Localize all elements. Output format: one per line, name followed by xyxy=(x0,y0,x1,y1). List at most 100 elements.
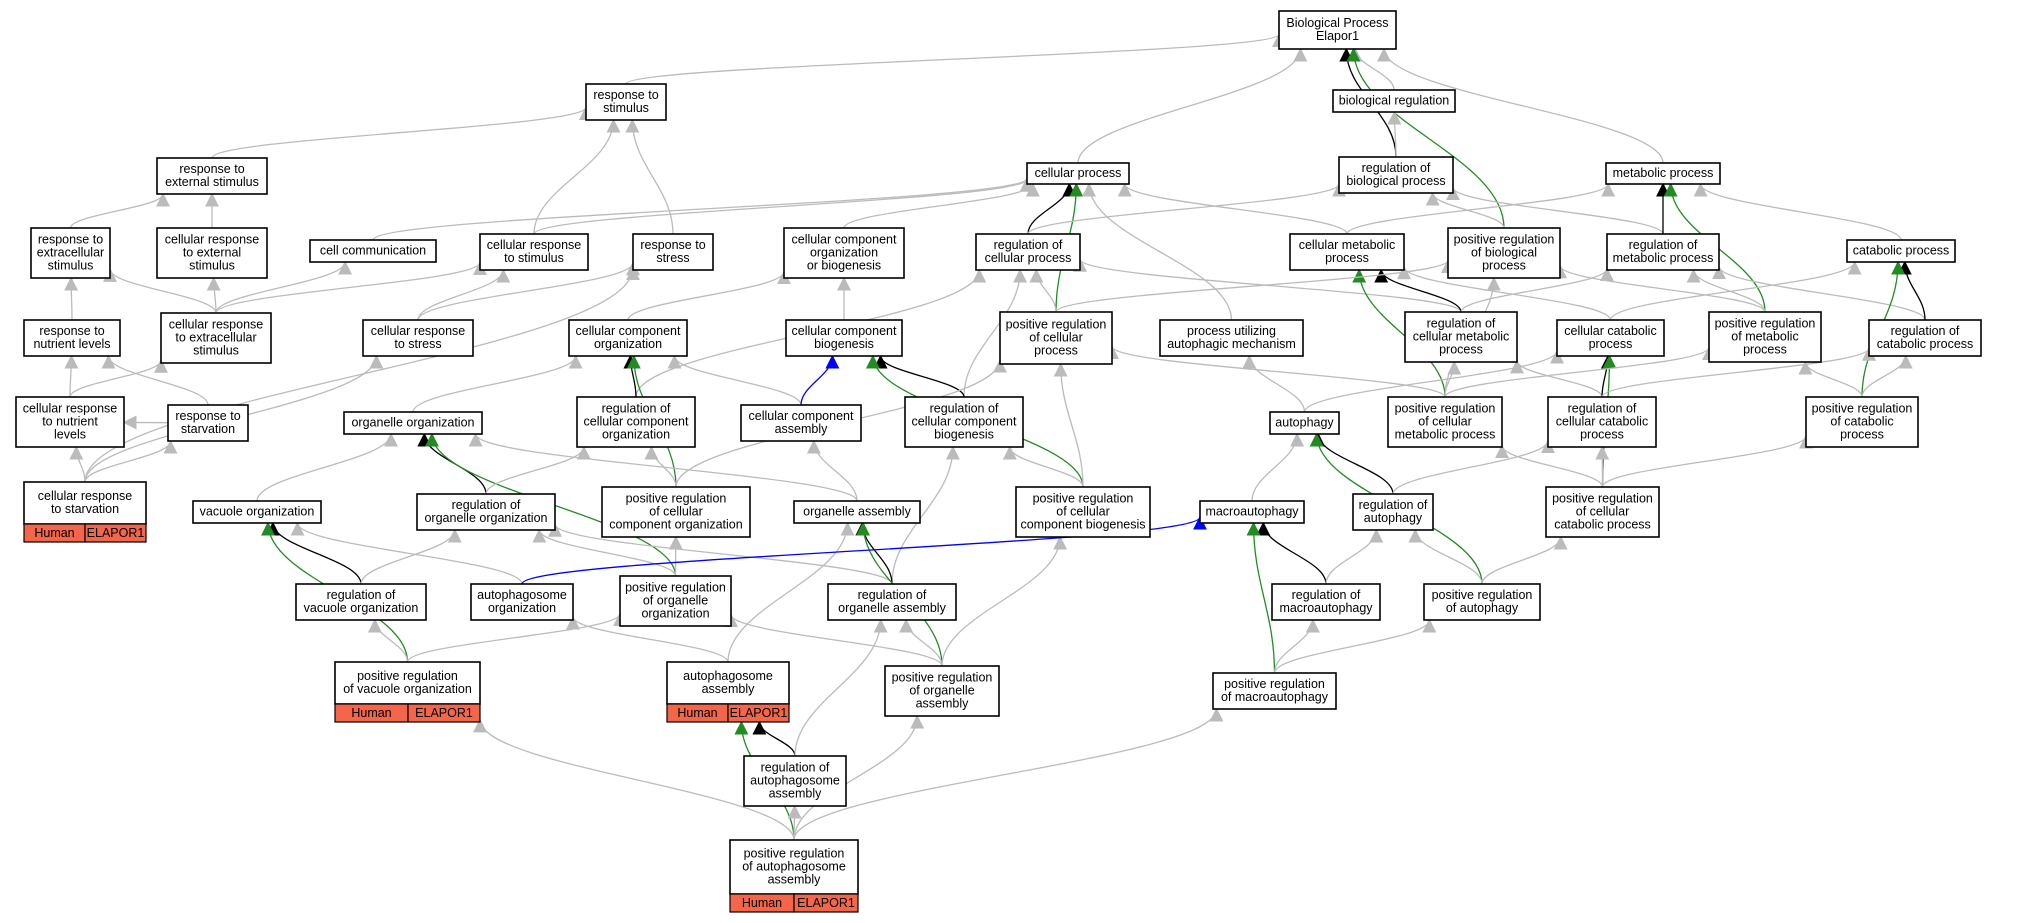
edge-is-a-autoph-to-ccatp xyxy=(1303,349,1564,413)
term-label-line: cellular response xyxy=(23,402,118,416)
term-label-line: regulation of xyxy=(761,761,830,775)
edge-is-a-rtes-to-rts xyxy=(211,106,593,159)
edge-is-a-crtecs-to-cc xyxy=(215,260,353,314)
term-node-macro[interactable]: macroautophagy xyxy=(1199,500,1305,524)
edge-regulates-romacro-to-macro xyxy=(1256,521,1327,585)
term-label-line: regulation of xyxy=(1629,238,1698,252)
term-label-line: of cellular xyxy=(649,505,703,519)
term-label-line: of cellular xyxy=(1576,505,1630,519)
edge-is-a-crts-to-cp xyxy=(533,177,1034,235)
term-label-line: organelle assembly xyxy=(838,601,946,615)
term-label-line: metabolic process xyxy=(1613,166,1714,180)
term-label-line: cellular metabolic xyxy=(1413,330,1510,344)
term-label-line: starvation xyxy=(181,422,235,436)
term-node-cc[interactable]: cell communication xyxy=(309,239,437,263)
edge-is-a-prapa-to-prmacro xyxy=(793,707,1224,841)
edge-is-a-prcp-to-rocp xyxy=(1029,268,1057,313)
term-node-vo[interactable]: vacuole organization xyxy=(192,500,322,524)
term-node-cp[interactable]: cellular process xyxy=(1026,162,1130,185)
term-node-catp[interactable]: catabolic process xyxy=(1846,239,1956,263)
term-box xyxy=(1015,486,1151,538)
term-box xyxy=(156,157,268,195)
edge-is-a-prmp-to-prbp xyxy=(1553,264,1766,313)
annotation-gene-cell xyxy=(793,893,859,913)
term-label-line: to stimulus xyxy=(504,251,564,265)
edge-is-a-cc-to-cp xyxy=(372,176,1034,241)
edge-is-a-rtecs-to-rtes xyxy=(69,192,170,229)
annotation-species-cell-label: Human xyxy=(34,526,74,540)
edge-is-a-rocmp-to-rocp xyxy=(1073,257,1462,313)
term-node-oo[interactable]: organelle organization xyxy=(343,411,483,435)
term-label-line: assembly xyxy=(916,697,970,711)
term-label-line: regulation of xyxy=(858,588,927,602)
term-node-mp[interactable]: metabolic process xyxy=(1605,162,1721,185)
term-label-line: organization xyxy=(488,601,556,615)
term-label-line: positive regulation xyxy=(625,581,726,595)
term-label-line: assembly xyxy=(769,787,823,801)
term-node-breg[interactable]: biological regulation xyxy=(1332,89,1456,113)
term-label-line: response to xyxy=(175,409,240,423)
term-box xyxy=(576,396,696,448)
term-label-line: cellular component xyxy=(576,324,681,338)
term-node-autoph[interactable]: autophagy xyxy=(1269,411,1340,435)
term-node-oa[interactable]: organelle assembly xyxy=(793,500,921,524)
term-label-line: nutrient levels xyxy=(33,337,110,351)
edge-is-a-prcatp-to-prmp xyxy=(1798,360,1863,398)
term-label-line: catabolic process xyxy=(1853,244,1950,258)
term-box xyxy=(192,500,322,524)
term-label-line: regulation of xyxy=(1427,317,1496,331)
edge-is-a-vo-to-oo xyxy=(256,432,398,502)
